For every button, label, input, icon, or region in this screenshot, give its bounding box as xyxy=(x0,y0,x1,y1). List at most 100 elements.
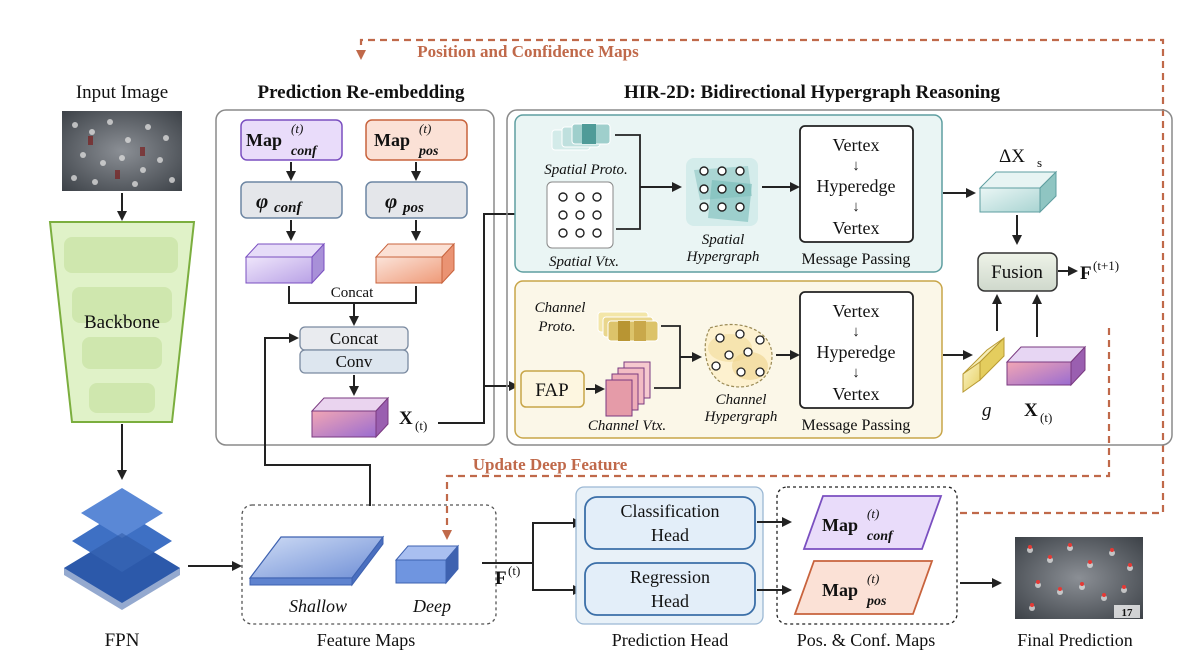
feature-maps-caption: Feature Maps xyxy=(317,630,415,650)
spatial-proto-icon xyxy=(551,123,611,151)
svg-text:(t+1): (t+1) xyxy=(1093,258,1119,273)
hir-panel xyxy=(506,109,1173,446)
svg-text:Map: Map xyxy=(822,515,858,535)
svg-text:FAP: FAP xyxy=(535,380,568,401)
conv-box: Conv xyxy=(299,349,409,374)
input-image xyxy=(62,111,182,191)
feedback-update-label: Update Deep Feature xyxy=(473,455,628,474)
svg-text:Hyperedge: Hyperedge xyxy=(817,176,896,196)
svg-text:φ: φ xyxy=(256,189,268,213)
svg-text:Classification: Classification xyxy=(621,501,720,521)
channel-proto-label-1: Channel xyxy=(535,300,586,316)
svg-text:↓: ↓ xyxy=(852,199,860,215)
channel-mp-caption: Message Passing xyxy=(802,417,911,434)
channel-hypergraph-label-2: Hypergraph xyxy=(704,409,778,425)
xt-feature-block xyxy=(310,396,390,439)
svg-text:F: F xyxy=(1080,263,1092,284)
reembed-panel xyxy=(215,109,495,446)
xt-label: X (t) xyxy=(399,408,427,433)
svg-text:(t): (t) xyxy=(419,121,431,136)
svg-text:Vertex: Vertex xyxy=(833,384,880,404)
concat-box: Concat xyxy=(299,326,409,351)
channel-proto-icon xyxy=(597,311,659,342)
spatial-vertex-grid xyxy=(546,181,614,249)
svg-text:↓: ↓ xyxy=(852,365,860,381)
final-prediction-image: 17 xyxy=(1015,537,1143,619)
channel-hypergraph-label-1: Channel xyxy=(716,392,767,408)
deep-feature-block xyxy=(394,544,460,585)
spatial-mp-caption: Message Passing xyxy=(802,251,911,268)
fusion-box: Fusion xyxy=(977,252,1058,292)
svg-text:s: s xyxy=(1037,155,1042,170)
pos-feature-block xyxy=(374,242,456,285)
svg-text:X: X xyxy=(399,408,413,429)
spatial-hypergraph-icon xyxy=(686,158,758,226)
fpn-stack xyxy=(64,488,180,610)
map-conf-box: Map (t) conf xyxy=(240,119,343,161)
svg-text:(t): (t) xyxy=(867,571,879,586)
channel-hypergraph-icon xyxy=(704,323,773,388)
map-pos-output: Map (t) pos xyxy=(793,560,934,615)
svg-text:(t): (t) xyxy=(415,418,427,433)
fap-box: FAP xyxy=(520,370,585,408)
svg-text:(t): (t) xyxy=(1040,410,1052,425)
map-conf-output: Map (t) conf xyxy=(802,495,943,550)
concat-small-label: Concat xyxy=(331,285,374,301)
svg-text:Vertex: Vertex xyxy=(833,135,880,155)
classification-head: Classification Head xyxy=(584,496,756,550)
g-label: g xyxy=(982,400,992,421)
svg-text:F: F xyxy=(495,568,507,589)
channel-vtx-label: Channel Vtx. xyxy=(588,418,666,434)
svg-text:(t): (t) xyxy=(867,506,879,521)
feedback-update-deep: Update Deep Feature xyxy=(442,328,1111,540)
svg-text:Map: Map xyxy=(246,130,282,150)
map-pos-box: Map (t) pos xyxy=(365,119,468,161)
svg-text:↓: ↓ xyxy=(852,158,860,174)
spatial-vtx-label: Spatial Vtx. xyxy=(549,254,619,270)
spatial-hypergraph-label-1: Spatial xyxy=(702,232,745,248)
svg-text:pos: pos xyxy=(418,144,439,159)
svg-text:pos: pos xyxy=(866,594,887,609)
svg-text:Map: Map xyxy=(822,580,858,600)
phi-conf-box: φ conf xyxy=(240,181,343,219)
svg-text:Fusion: Fusion xyxy=(991,262,1043,283)
prediction-head-caption: Prediction Head xyxy=(612,630,728,650)
svg-text:pos: pos xyxy=(401,200,424,216)
svg-text:conf: conf xyxy=(274,200,304,216)
svg-text:Vertex: Vertex xyxy=(833,218,880,238)
svg-text:Head: Head xyxy=(651,591,689,611)
fpn-label: FPN xyxy=(105,630,140,651)
svg-text:Regression: Regression xyxy=(630,567,710,587)
svg-text:Hyperedge: Hyperedge xyxy=(817,342,896,362)
channel-vtx-icon xyxy=(605,361,651,417)
svg-text:Map: Map xyxy=(374,130,410,150)
xt-hir-block xyxy=(1005,345,1087,387)
svg-text:ΔX: ΔX xyxy=(999,146,1025,167)
input-image-label: Input Image xyxy=(76,82,168,103)
svg-text:conf: conf xyxy=(291,144,318,159)
hir-title: HIR-2D: Bidirectional Hypergraph Reasoni… xyxy=(624,82,1000,103)
regression-head: Regression Head xyxy=(584,562,756,616)
xt-hir-label: X (t) xyxy=(1024,400,1052,425)
svg-text:conf: conf xyxy=(867,529,894,544)
backbone-label: Backbone xyxy=(84,312,160,333)
delta-xs-label: ΔX s xyxy=(999,146,1042,170)
phi-pos-box: φ pos xyxy=(365,181,468,219)
feedback-position-confidence: Position and Confidence Maps xyxy=(356,38,1165,515)
g-vector-block xyxy=(962,336,1005,393)
channel-proto-label-2: Proto. xyxy=(537,319,575,335)
svg-text:(t): (t) xyxy=(508,563,520,578)
pos-conf-maps-panel xyxy=(776,486,958,625)
pos-conf-caption: Pos. & Conf. Maps xyxy=(797,630,936,650)
spatial-hypergraph-label-2: Hypergraph xyxy=(686,249,760,265)
channel-message-passing: Vertex ↓ Hyperedge ↓ Vertex xyxy=(799,291,914,409)
svg-text:Concat: Concat xyxy=(330,329,378,348)
final-counter: 17 xyxy=(1122,607,1134,619)
shallow-label: Shallow xyxy=(289,596,347,616)
spatial-proto-label: Spatial Proto. xyxy=(544,162,628,178)
f-t-label: F (t) xyxy=(495,563,520,589)
svg-text:Conv: Conv xyxy=(336,352,373,371)
shallow-feature-block xyxy=(248,535,385,587)
backbone: Backbone xyxy=(48,221,196,423)
svg-text:Vertex: Vertex xyxy=(833,301,880,321)
